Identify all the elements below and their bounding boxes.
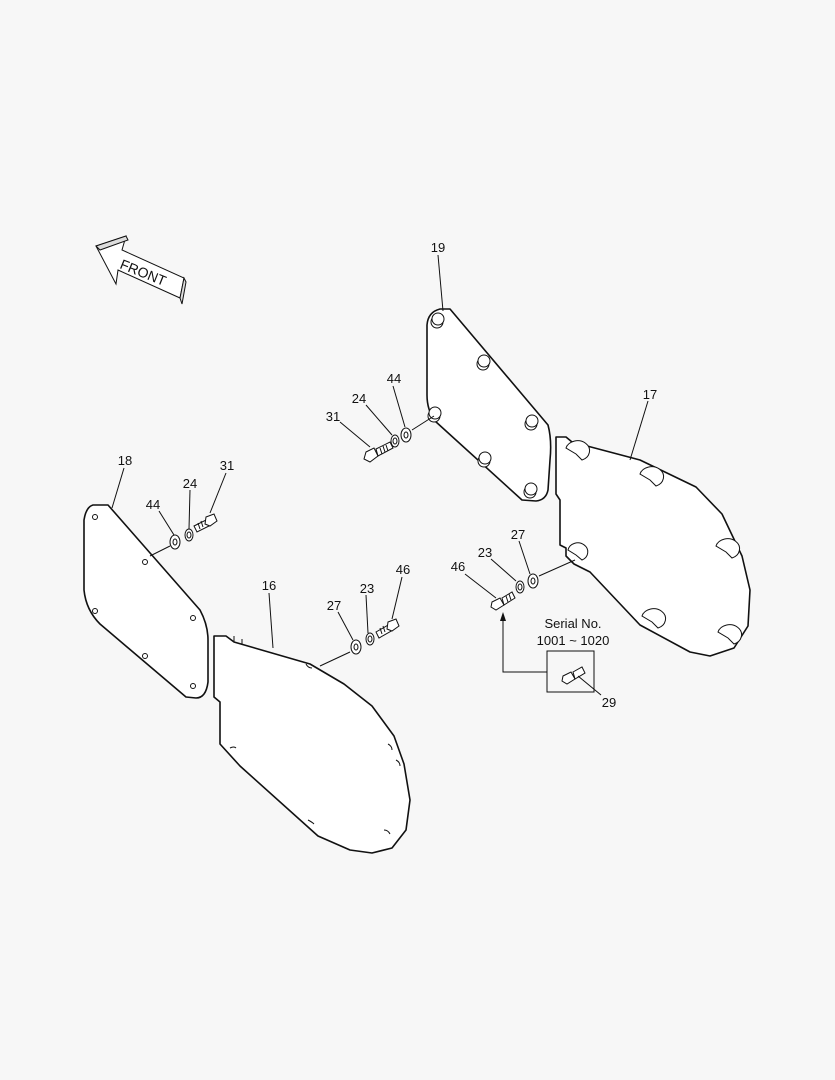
callout-19: 19: [431, 240, 445, 255]
washer-27-right: [527, 573, 539, 589]
cover-plate-16: [213, 635, 411, 854]
assembly-line-middle: [319, 651, 351, 667]
bolt-29: [561, 666, 586, 685]
serial-label-line1: Serial No.: [544, 616, 601, 631]
cover-plate-17: [555, 436, 751, 657]
washer-24-upper: [390, 434, 400, 448]
washer-24-left: [184, 528, 194, 542]
callout-23-right: 23: [478, 545, 492, 560]
callout-29: 29: [602, 695, 616, 710]
serial-detail: Serial No. 1001 ~ 1020: [500, 612, 610, 693]
callout-24-left: 24: [183, 476, 197, 491]
serial-label-line2: 1001 ~ 1020: [537, 633, 610, 648]
bolt-31-upper: [363, 441, 394, 463]
reference-arrowhead: [500, 612, 506, 621]
bolt-46-right: [490, 591, 516, 611]
plate-17-slots: [565, 440, 743, 645]
plate-16-notches: [229, 636, 401, 835]
bolt-46-middle: [375, 618, 400, 639]
leader-lines: [111, 254, 649, 696]
callout-labels: 19 17 44 24 31 18 31 24 44 16 46 27 23 2…: [118, 240, 657, 710]
callout-31-left: 31: [220, 458, 234, 473]
washer-27-middle: [350, 639, 362, 655]
cover-plate-18: [83, 504, 209, 699]
callout-27-right: 27: [511, 527, 525, 542]
bolt-31-left: [193, 513, 218, 533]
assembly-line-left: [149, 545, 171, 557]
plate-18-holes: [92, 514, 196, 689]
washer-23-right: [515, 580, 525, 594]
detail-box: [546, 650, 595, 693]
assembly-line-upper: [411, 415, 435, 431]
cover-plate-19: [426, 308, 552, 502]
callout-44-upper: 44: [387, 371, 401, 386]
callout-24-upper: 24: [352, 391, 366, 406]
washer-44-upper: [400, 427, 412, 443]
front-arrow: FRONT: [95, 235, 187, 305]
plate-19-bosses: [427, 312, 539, 499]
callout-16: 16: [262, 578, 276, 593]
callout-46-right: 46: [451, 559, 465, 574]
washer-44-left: [169, 534, 181, 550]
callout-31-upper: 31: [326, 409, 340, 424]
callout-44-left: 44: [146, 497, 160, 512]
callout-27-middle: 27: [327, 598, 341, 613]
callout-23-middle: 23: [360, 581, 374, 596]
callout-18: 18: [118, 453, 132, 468]
callout-17: 17: [643, 387, 657, 402]
washer-23-middle: [365, 632, 375, 646]
callout-46-middle: 46: [396, 562, 410, 577]
reference-arrow-line: [502, 620, 547, 673]
assembly-line-right: [538, 559, 576, 577]
